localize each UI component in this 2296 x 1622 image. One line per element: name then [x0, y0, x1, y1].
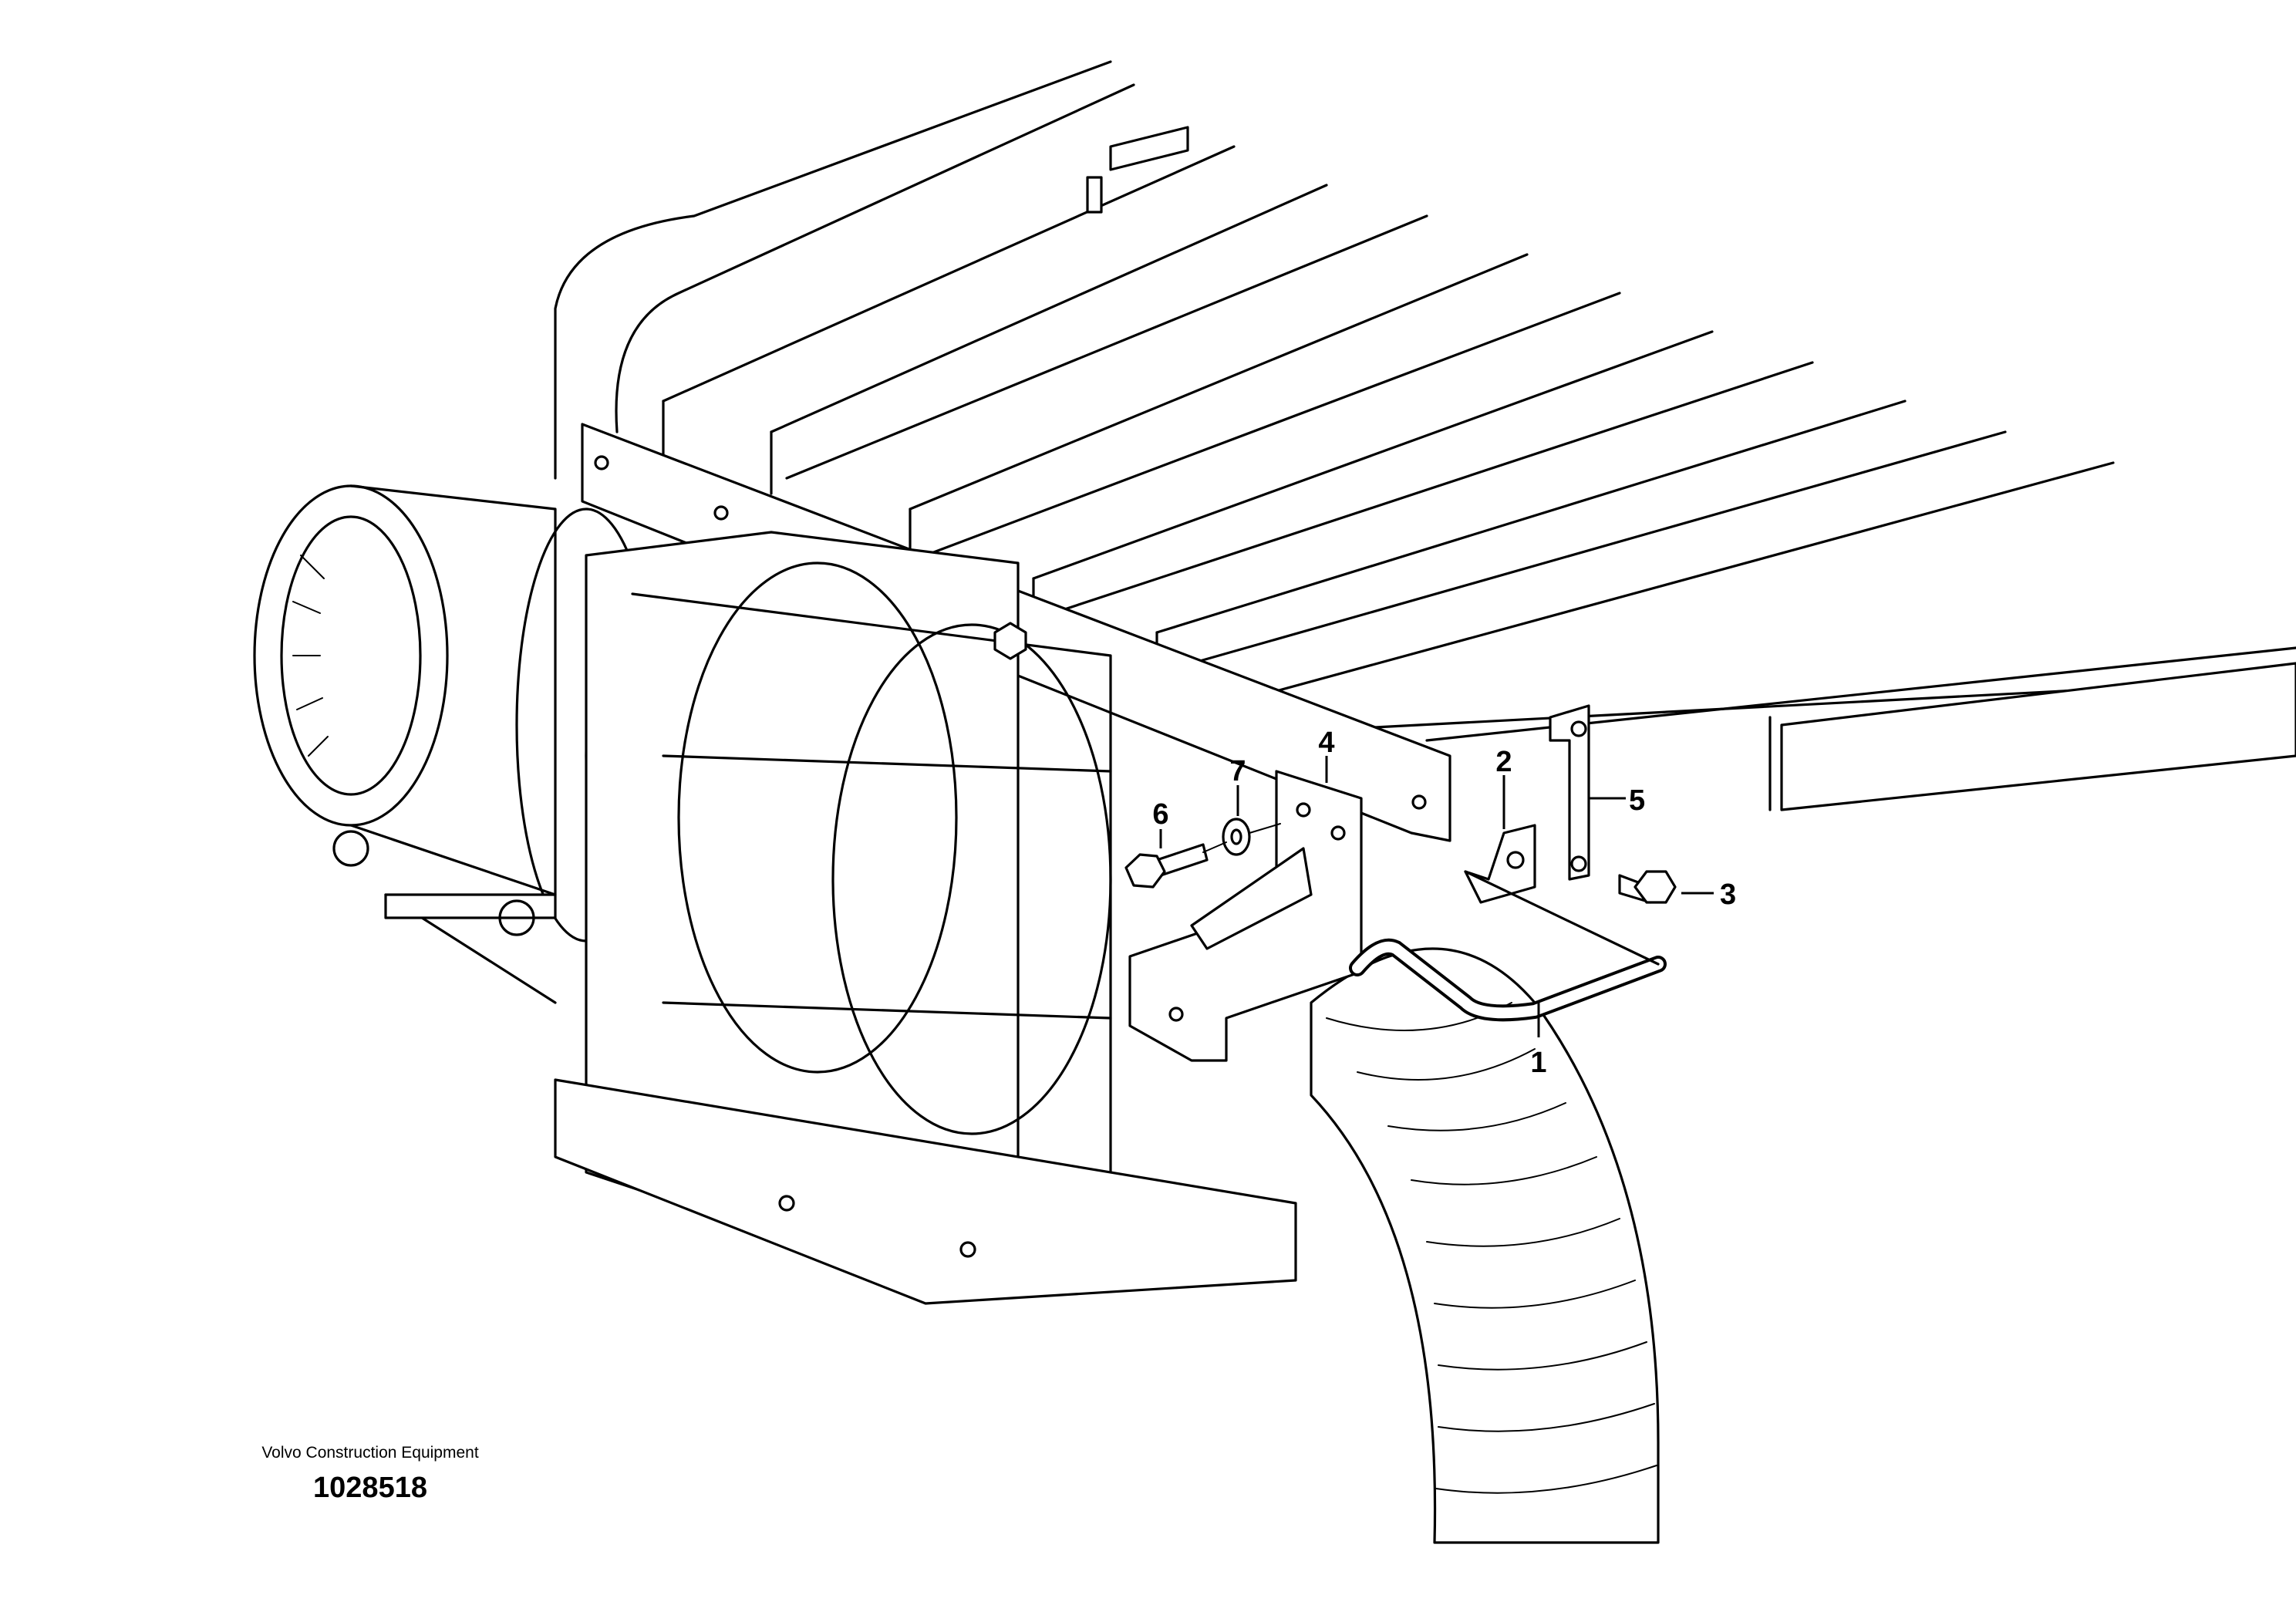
callout-2: 2 — [1495, 746, 1512, 778]
callout-3: 3 — [1720, 878, 1736, 911]
leader-lines — [1159, 756, 1714, 1037]
drawing-number: 1028518 — [313, 1472, 427, 1504]
part-7-washer — [1202, 818, 1281, 856]
callout-4: 4 — [1318, 727, 1334, 759]
blower-housing — [253, 484, 1297, 1305]
part-2-clip — [1464, 824, 1660, 966]
brand-name: Volvo Construction Equipment — [261, 1444, 479, 1462]
part-4-bracket — [1128, 770, 1363, 1062]
callout-7: 7 — [1229, 755, 1246, 787]
part-3-flange-screw — [1618, 870, 1677, 904]
callout-6: 6 — [1152, 798, 1168, 831]
callout-5: 5 — [1629, 784, 1645, 817]
callouts: 1 2 3 4 5 6 7 — [1152, 727, 1736, 1079]
part-5-strap — [1549, 704, 1590, 881]
callout-1: 1 — [1530, 1047, 1546, 1079]
part-6-screw — [1124, 843, 1209, 889]
drawing-footer: Volvo Construction Equipment 1028518 — [255, 1444, 486, 1505]
corrugated-hose — [1310, 947, 1660, 1544]
